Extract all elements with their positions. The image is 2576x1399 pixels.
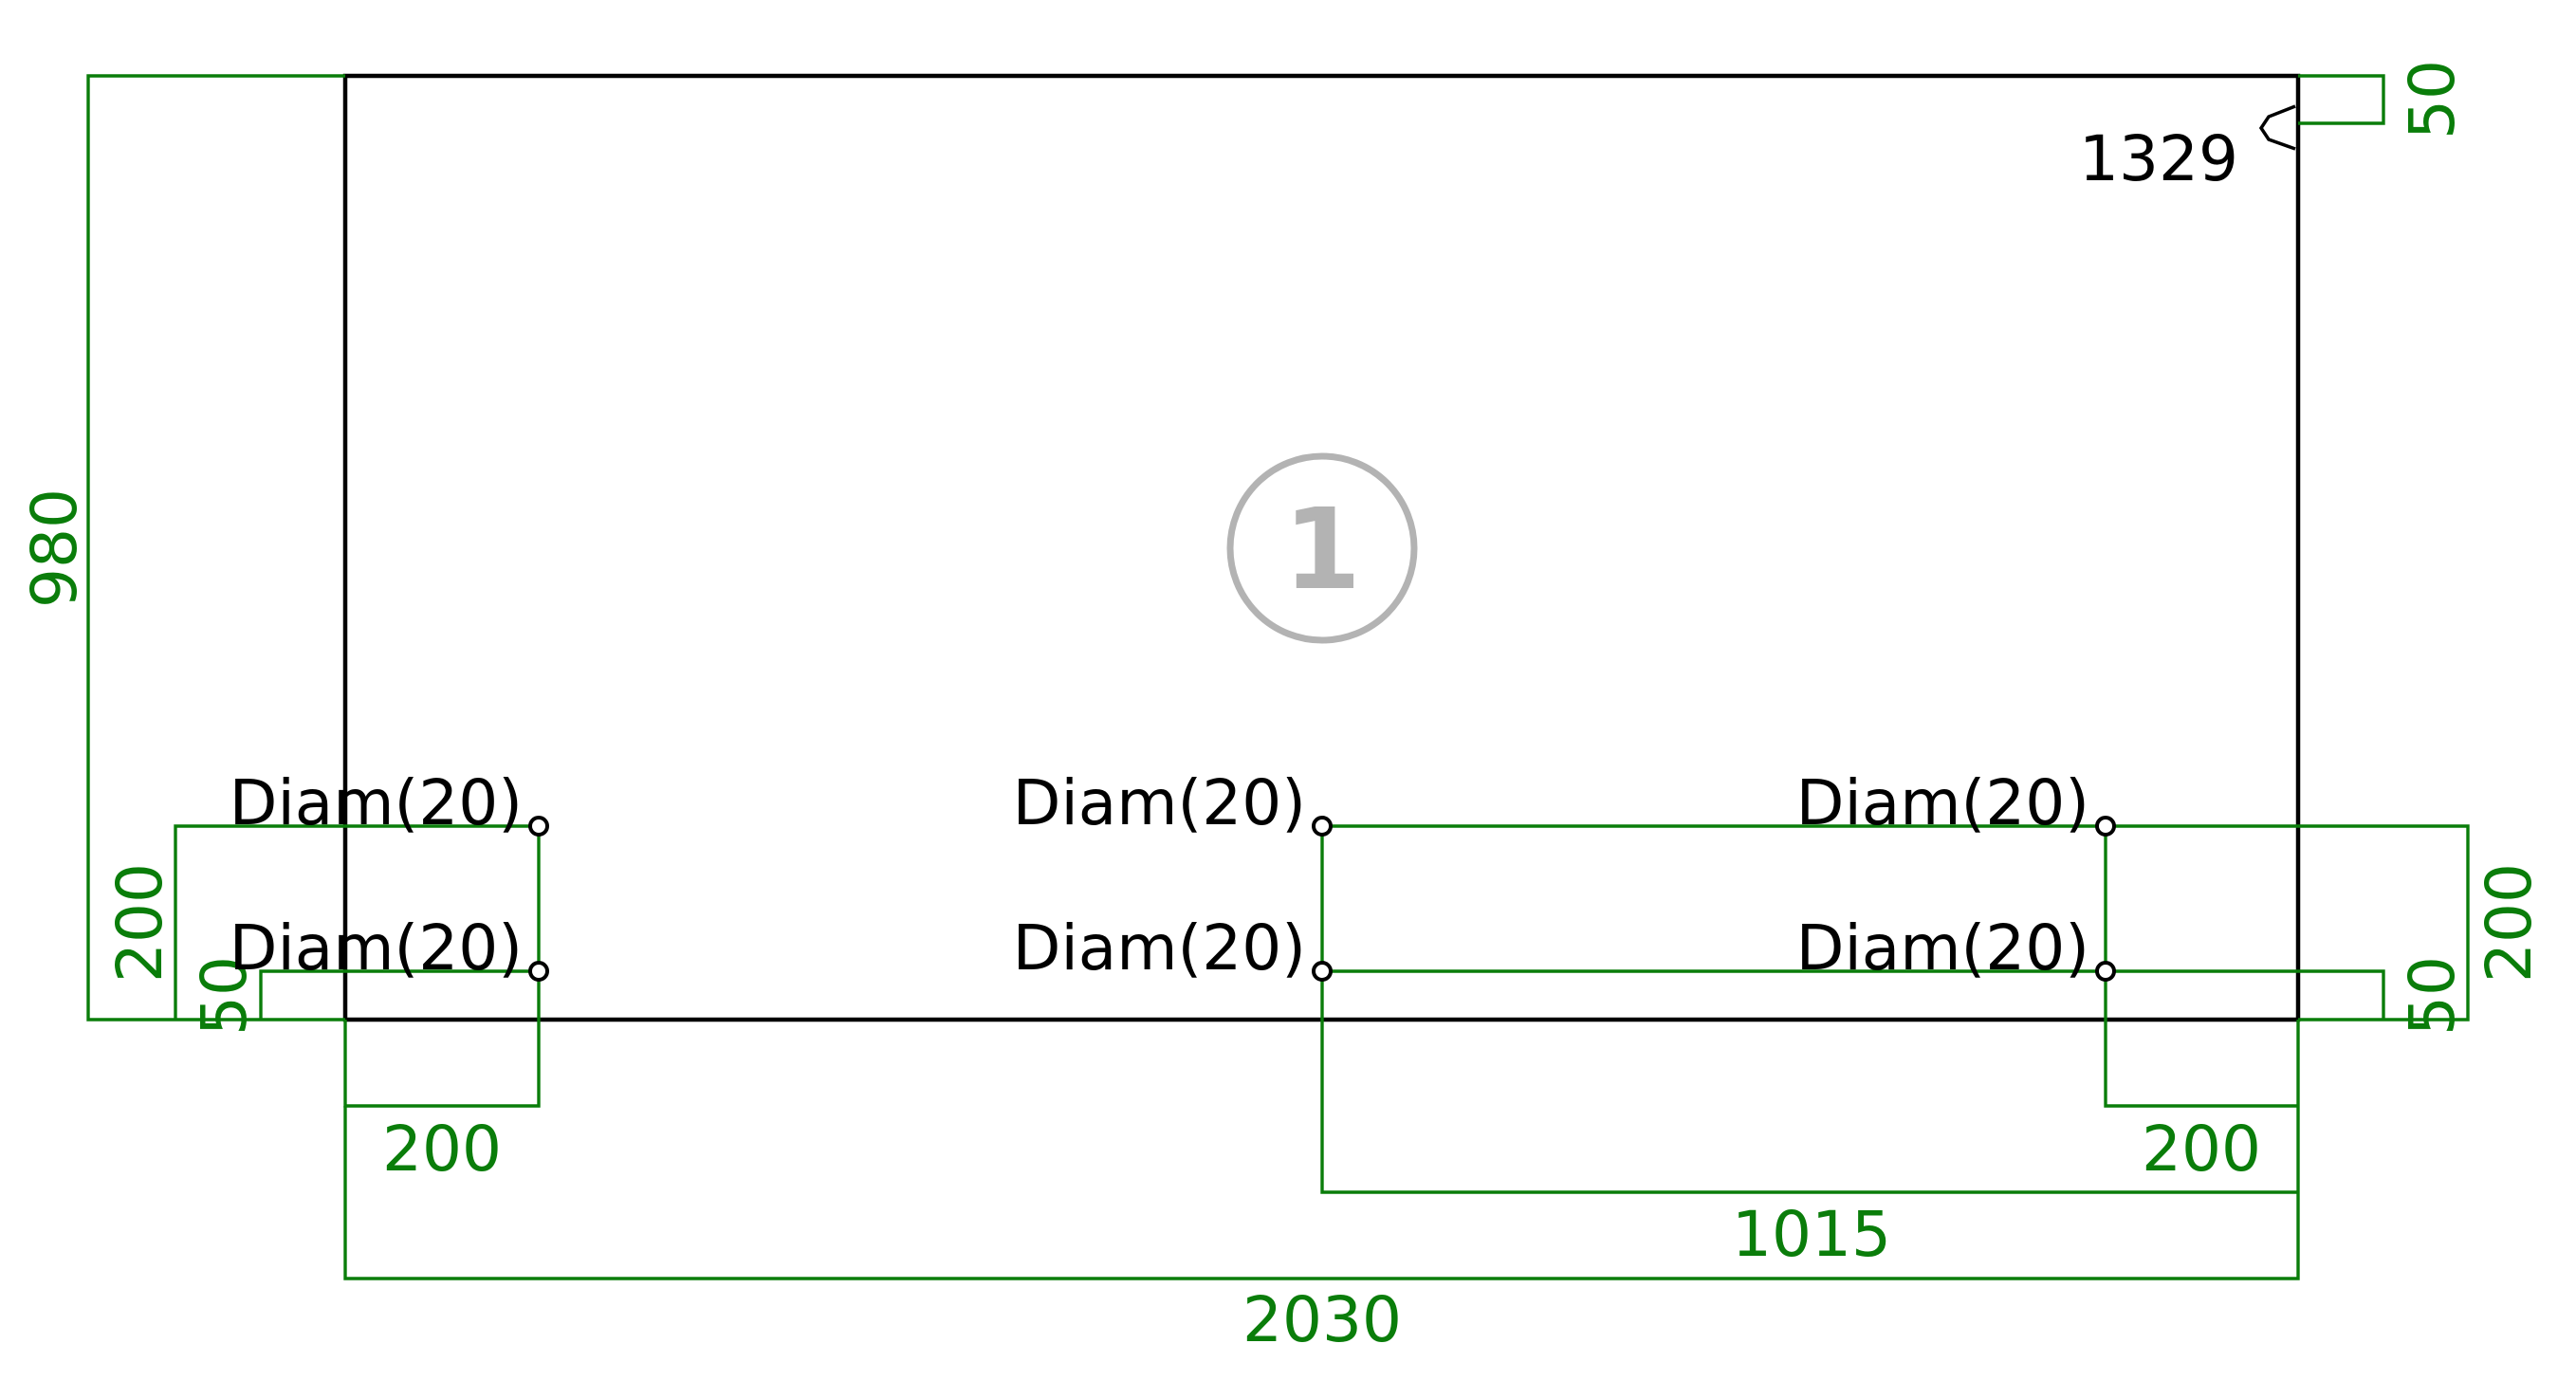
dimension-left-upper-hole-y: 200 (103, 824, 539, 1020)
dimension-center-offset: 1015 (1320, 826, 2298, 1271)
dimension-left-hole-x: 200 (343, 826, 541, 1186)
dimension-line (2106, 969, 2385, 1020)
dimension-value: 2030 (1242, 1283, 1402, 1356)
dimension-value: 50 (2396, 60, 2469, 139)
dimension-overall-width: 2030 (343, 1020, 2300, 1356)
hole-label: Diam(20) (1796, 911, 2089, 985)
dimension-line (2104, 826, 2298, 1108)
hole-label: Diam(20) (230, 911, 523, 985)
dimension-overall-height: 980 (18, 74, 345, 1022)
dimension-value: 200 (382, 1113, 502, 1186)
hole: Diam(20) (230, 766, 549, 839)
grain-chevron-icon (2258, 104, 2296, 151)
hole-label: Diam(20) (1013, 766, 1306, 839)
dimension-right-lower-hole-y: 50 (2106, 956, 2469, 1036)
dimension-line (343, 1020, 2300, 1280)
dimension-value: 50 (188, 956, 261, 1036)
part-marker-circle (1226, 452, 1418, 644)
hole: Diam(20) (230, 911, 549, 985)
dimension-right-hole-x: 200 (2104, 826, 2298, 1186)
dimension-line (259, 969, 539, 1020)
dimension-right-upper-hole-y: 200 (2106, 824, 2546, 1022)
part-marker: 1 (1226, 452, 1418, 644)
dimension-line (1320, 826, 2298, 1194)
hole-label: Diam(20) (230, 766, 523, 839)
hole: Diam(20) (1013, 766, 1333, 839)
dimension-top-edge-offset: 50 (2298, 60, 2469, 139)
hole-marker (528, 961, 549, 982)
hole: Diam(20) (1796, 911, 2116, 985)
hole-marker (2095, 961, 2116, 982)
dimension-value: 50 (2396, 956, 2469, 1036)
hole-label: Diam(20) (1013, 911, 1306, 985)
hole: Diam(20) (1013, 911, 1333, 985)
dimension-line (86, 74, 345, 1022)
hole-marker (1312, 961, 1333, 982)
part-number: 1 (1283, 484, 1361, 615)
hole-marker (1312, 816, 1333, 837)
hole-label: Diam(20) (1796, 766, 2089, 839)
dimension-value: 1015 (1732, 1198, 1891, 1271)
dimension-value: 200 (2473, 863, 2546, 983)
dimension-value: 200 (2142, 1113, 2261, 1186)
grain-label: 1329 (2079, 122, 2238, 195)
dimension-line (2298, 74, 2385, 125)
dimension-value: 980 (18, 488, 91, 608)
dimension-value: 200 (103, 863, 176, 983)
hole-marker (528, 816, 549, 837)
dimension-left-lower-hole-y: 50 (188, 956, 539, 1036)
hole-marker (2095, 816, 2116, 837)
hole: Diam(20) (1796, 766, 2116, 839)
dimension-line (174, 824, 539, 1020)
grain-indicator: 1329 (2079, 104, 2296, 195)
